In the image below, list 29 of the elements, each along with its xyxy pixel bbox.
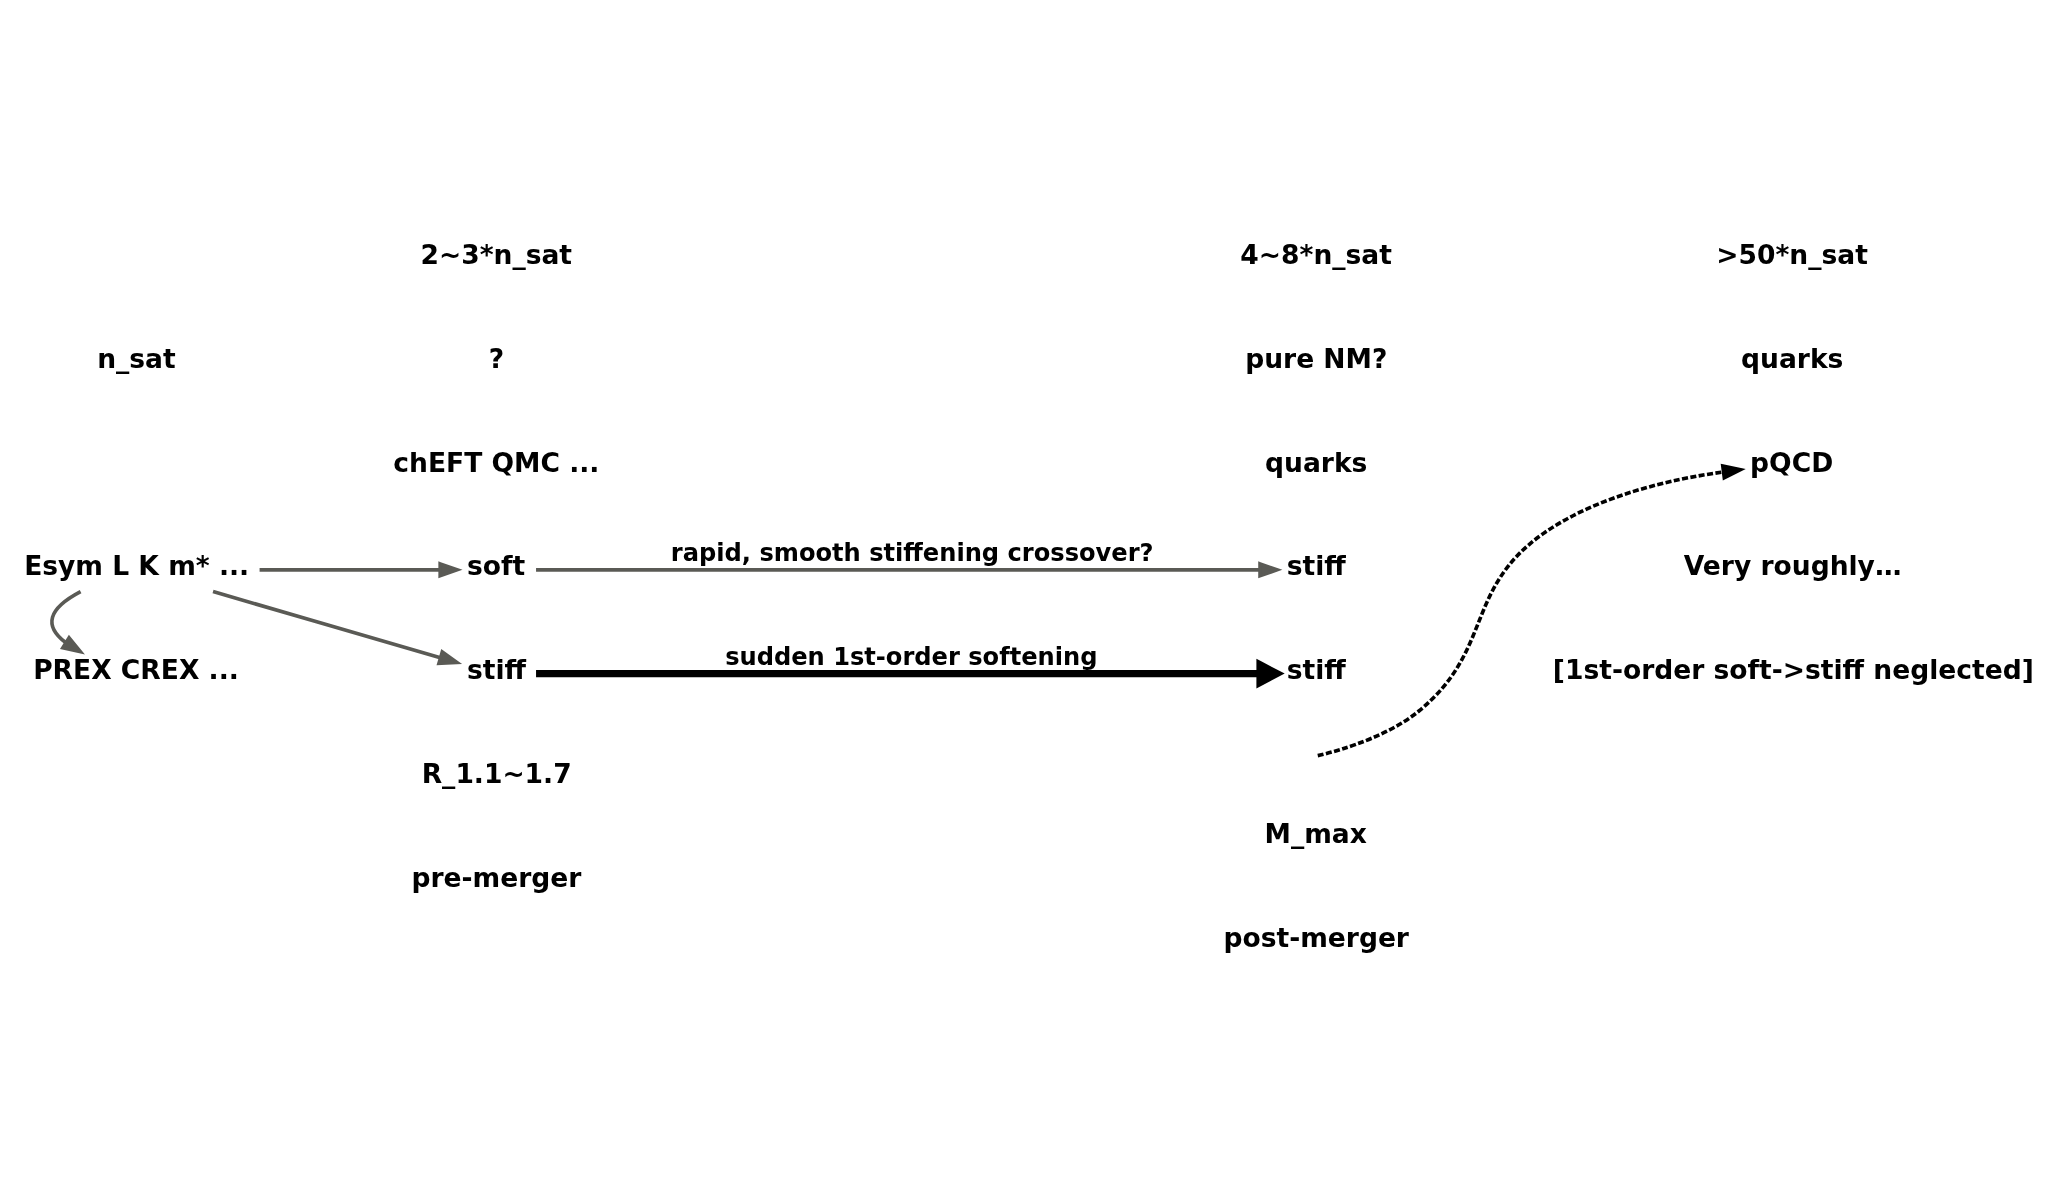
label: pre-merger xyxy=(410,861,581,893)
node-text: pQCD xyxy=(1749,446,1833,478)
edge-label: sudden 1st-order softening xyxy=(724,642,1097,671)
arrow xyxy=(1316,463,1746,757)
label: quarks xyxy=(1264,446,1367,478)
node-text: Esym L K m* ... xyxy=(23,549,249,581)
arrow xyxy=(535,560,1282,578)
node-text: PREX CREX ... xyxy=(32,653,239,685)
label: quarks xyxy=(1740,342,1843,374)
arrow xyxy=(49,589,85,655)
label: R_1.1~1.7 xyxy=(421,757,572,789)
edge-label: rapid, smooth stiffening crossover? xyxy=(670,538,1154,567)
label: 4~8*n_sat xyxy=(1239,238,1392,270)
arrow xyxy=(212,589,462,665)
label: >50*n_sat xyxy=(1715,238,1868,270)
label: pure NM? xyxy=(1244,342,1387,374)
label: 2~3*n_sat xyxy=(420,238,572,270)
label: M_max xyxy=(1263,817,1367,849)
node-text: stiff xyxy=(1286,653,1346,685)
label: n_sat xyxy=(96,342,176,374)
label: ? xyxy=(488,342,504,374)
arrow xyxy=(259,560,463,578)
label: chEFT QMC ... xyxy=(392,446,599,478)
node-text: stiff xyxy=(466,653,526,685)
node-text: stiff xyxy=(1286,549,1346,581)
node-text: soft xyxy=(466,549,525,581)
label: Very roughly… xyxy=(1683,549,1901,581)
label: [1st-order soft->stiff neglected] xyxy=(1552,653,2034,685)
label: post-merger xyxy=(1222,921,1409,953)
